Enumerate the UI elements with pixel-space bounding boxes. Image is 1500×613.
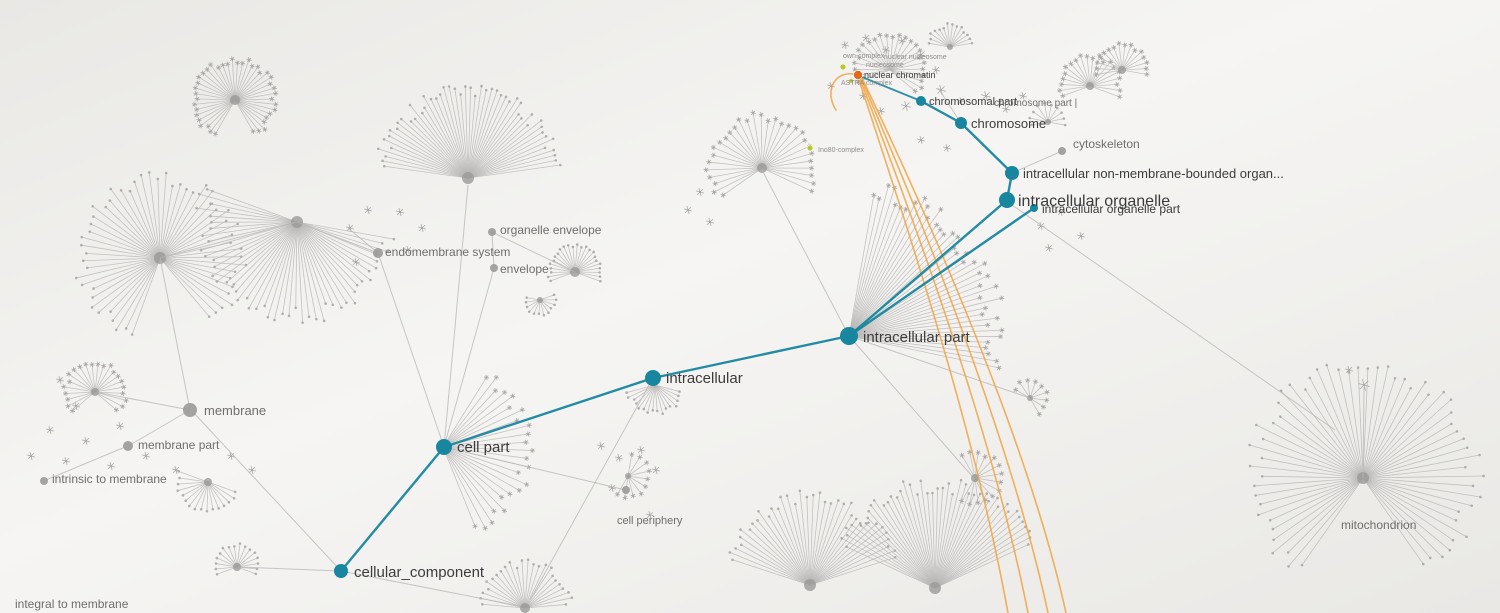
gray-term-node[interactable] bbox=[622, 486, 630, 494]
related-term-node[interactable] bbox=[848, 78, 854, 84]
highlight-path-nodes[interactable] bbox=[334, 96, 1038, 578]
gray-cluster-fans bbox=[61, 22, 1485, 613]
gray-term-label: intrinsic to membrane bbox=[52, 472, 167, 486]
gray-term-label: membrane part bbox=[138, 438, 220, 452]
graph-node-cell-part[interactable] bbox=[436, 439, 452, 455]
related-term-node[interactable] bbox=[806, 144, 814, 152]
graph-node-intracellular-part[interactable] bbox=[840, 327, 858, 345]
gray-term-label: integral to membrane bbox=[15, 597, 129, 611]
gray-term-label: envelope bbox=[500, 262, 549, 276]
gray-term-label: chromosome part | bbox=[994, 98, 1077, 109]
highlighted-term-nodes[interactable] bbox=[806, 63, 863, 152]
graph-node-cellular-component[interactable] bbox=[334, 564, 348, 578]
gray-term-node[interactable] bbox=[490, 264, 498, 272]
gray-term-label: mitochondrion bbox=[1341, 518, 1416, 532]
related-term-node[interactable] bbox=[839, 63, 847, 71]
tiny-term-label: Ino80-complex bbox=[818, 147, 864, 154]
node-label-cell-part: cell part bbox=[457, 439, 510, 456]
gray-term-label: organelle envelope bbox=[500, 223, 602, 237]
node-label-intracellular-organelle-part: intracellular organelle part bbox=[1042, 202, 1181, 216]
tiny-term-label: ASTRA complex bbox=[841, 80, 892, 87]
gray-term-node[interactable] bbox=[488, 228, 496, 236]
gray-term-nodes[interactable] bbox=[40, 147, 1066, 494]
gray-term-label: membrane bbox=[204, 403, 266, 418]
tiny-term-label: nucleosome bbox=[866, 62, 904, 69]
node-label-intracellular: intracellular bbox=[666, 370, 743, 387]
selected-term-node[interactable] bbox=[853, 70, 863, 80]
gray-term-node[interactable] bbox=[1058, 147, 1066, 155]
graph-node-intracellular-organelle[interactable] bbox=[999, 192, 1015, 208]
node-label-intracellular-organelle: intracellular organelle bbox=[1018, 193, 1170, 210]
node-label-chromosome: chromosome bbox=[971, 116, 1046, 131]
gray-term-label: cytoskeleton bbox=[1073, 137, 1140, 151]
gray-term-node[interactable] bbox=[183, 403, 197, 417]
gray-term-label: endomembrane system bbox=[385, 245, 510, 259]
gray-term-label: cell periphery bbox=[617, 515, 683, 527]
graph-node-intracellular[interactable] bbox=[645, 370, 661, 386]
graph-node-chromosomal-part[interactable] bbox=[916, 96, 926, 106]
highlight-path-edges bbox=[340, 76, 1035, 572]
gray-edges bbox=[45, 87, 1365, 607]
node-label-chromosomal-part: chromosomal part bbox=[929, 96, 1017, 108]
tiny-term-label: nuclear nucleosome bbox=[884, 54, 947, 61]
node-labels: cellular_component cell part intracellular… bbox=[15, 53, 1416, 611]
tiny-term-label: nuclear chromatin bbox=[864, 70, 936, 80]
gray-leaf-stars bbox=[27, 34, 1370, 519]
gray-term-node[interactable] bbox=[40, 477, 48, 485]
graph-node-chromosome[interactable] bbox=[955, 117, 967, 129]
graph-node-intracellular-organelle-part[interactable] bbox=[1030, 204, 1038, 212]
node-label-intracellular-non-membrane-bounded-organelle: intracellular non-membrane-bounded organ… bbox=[1023, 166, 1284, 181]
gray-term-node[interactable] bbox=[123, 441, 133, 451]
node-label-cellular-component: cellular_component bbox=[354, 564, 485, 581]
node-label-intracellular-part: intracellular part bbox=[863, 329, 971, 346]
tiny-term-label: own-complex bbox=[843, 53, 885, 60]
orange-relation-edges bbox=[830, 72, 1067, 613]
graph-node-intracellular-non-membrane-bounded-organelle[interactable] bbox=[1005, 166, 1019, 180]
gray-term-node[interactable] bbox=[373, 248, 383, 258]
